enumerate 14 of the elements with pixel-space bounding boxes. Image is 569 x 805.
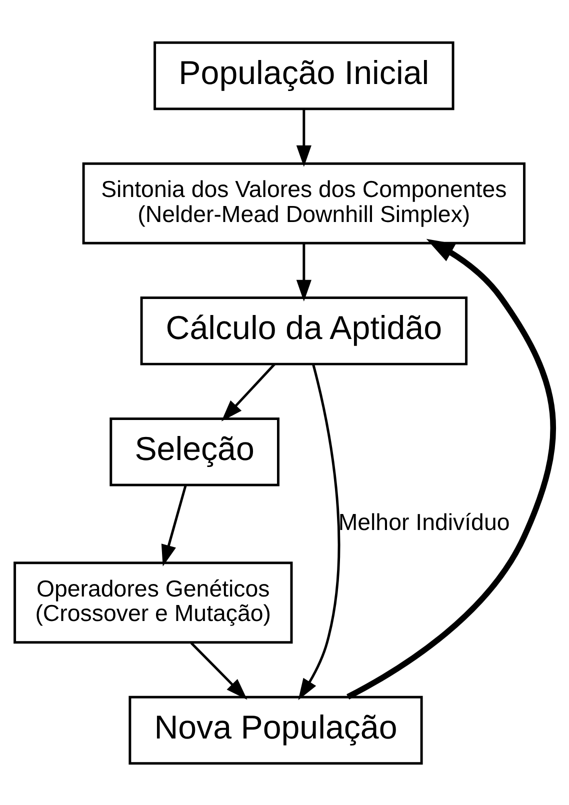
arrow	[346, 238, 556, 699]
arrow	[221, 362, 276, 421]
node-box: População Inicial	[154, 40, 454, 110]
edge-label: Melhor Indivíduo	[338, 508, 510, 535]
arrow	[298, 364, 340, 700]
arrow	[296, 243, 312, 301]
node-box: Nova População	[128, 695, 423, 764]
node-box: Sintonia dos Valores dos Componentes (Nelder-Mead Downhill Simplex)	[82, 162, 526, 244]
arrow	[190, 642, 248, 700]
node-box: Operadores Genéticos (Crossover e Mutação)	[14, 561, 293, 644]
node-box: Seleção	[110, 417, 280, 486]
arrow	[296, 108, 312, 166]
node-box: Cálculo da Aptidão	[140, 296, 468, 365]
arrow	[161, 484, 187, 566]
